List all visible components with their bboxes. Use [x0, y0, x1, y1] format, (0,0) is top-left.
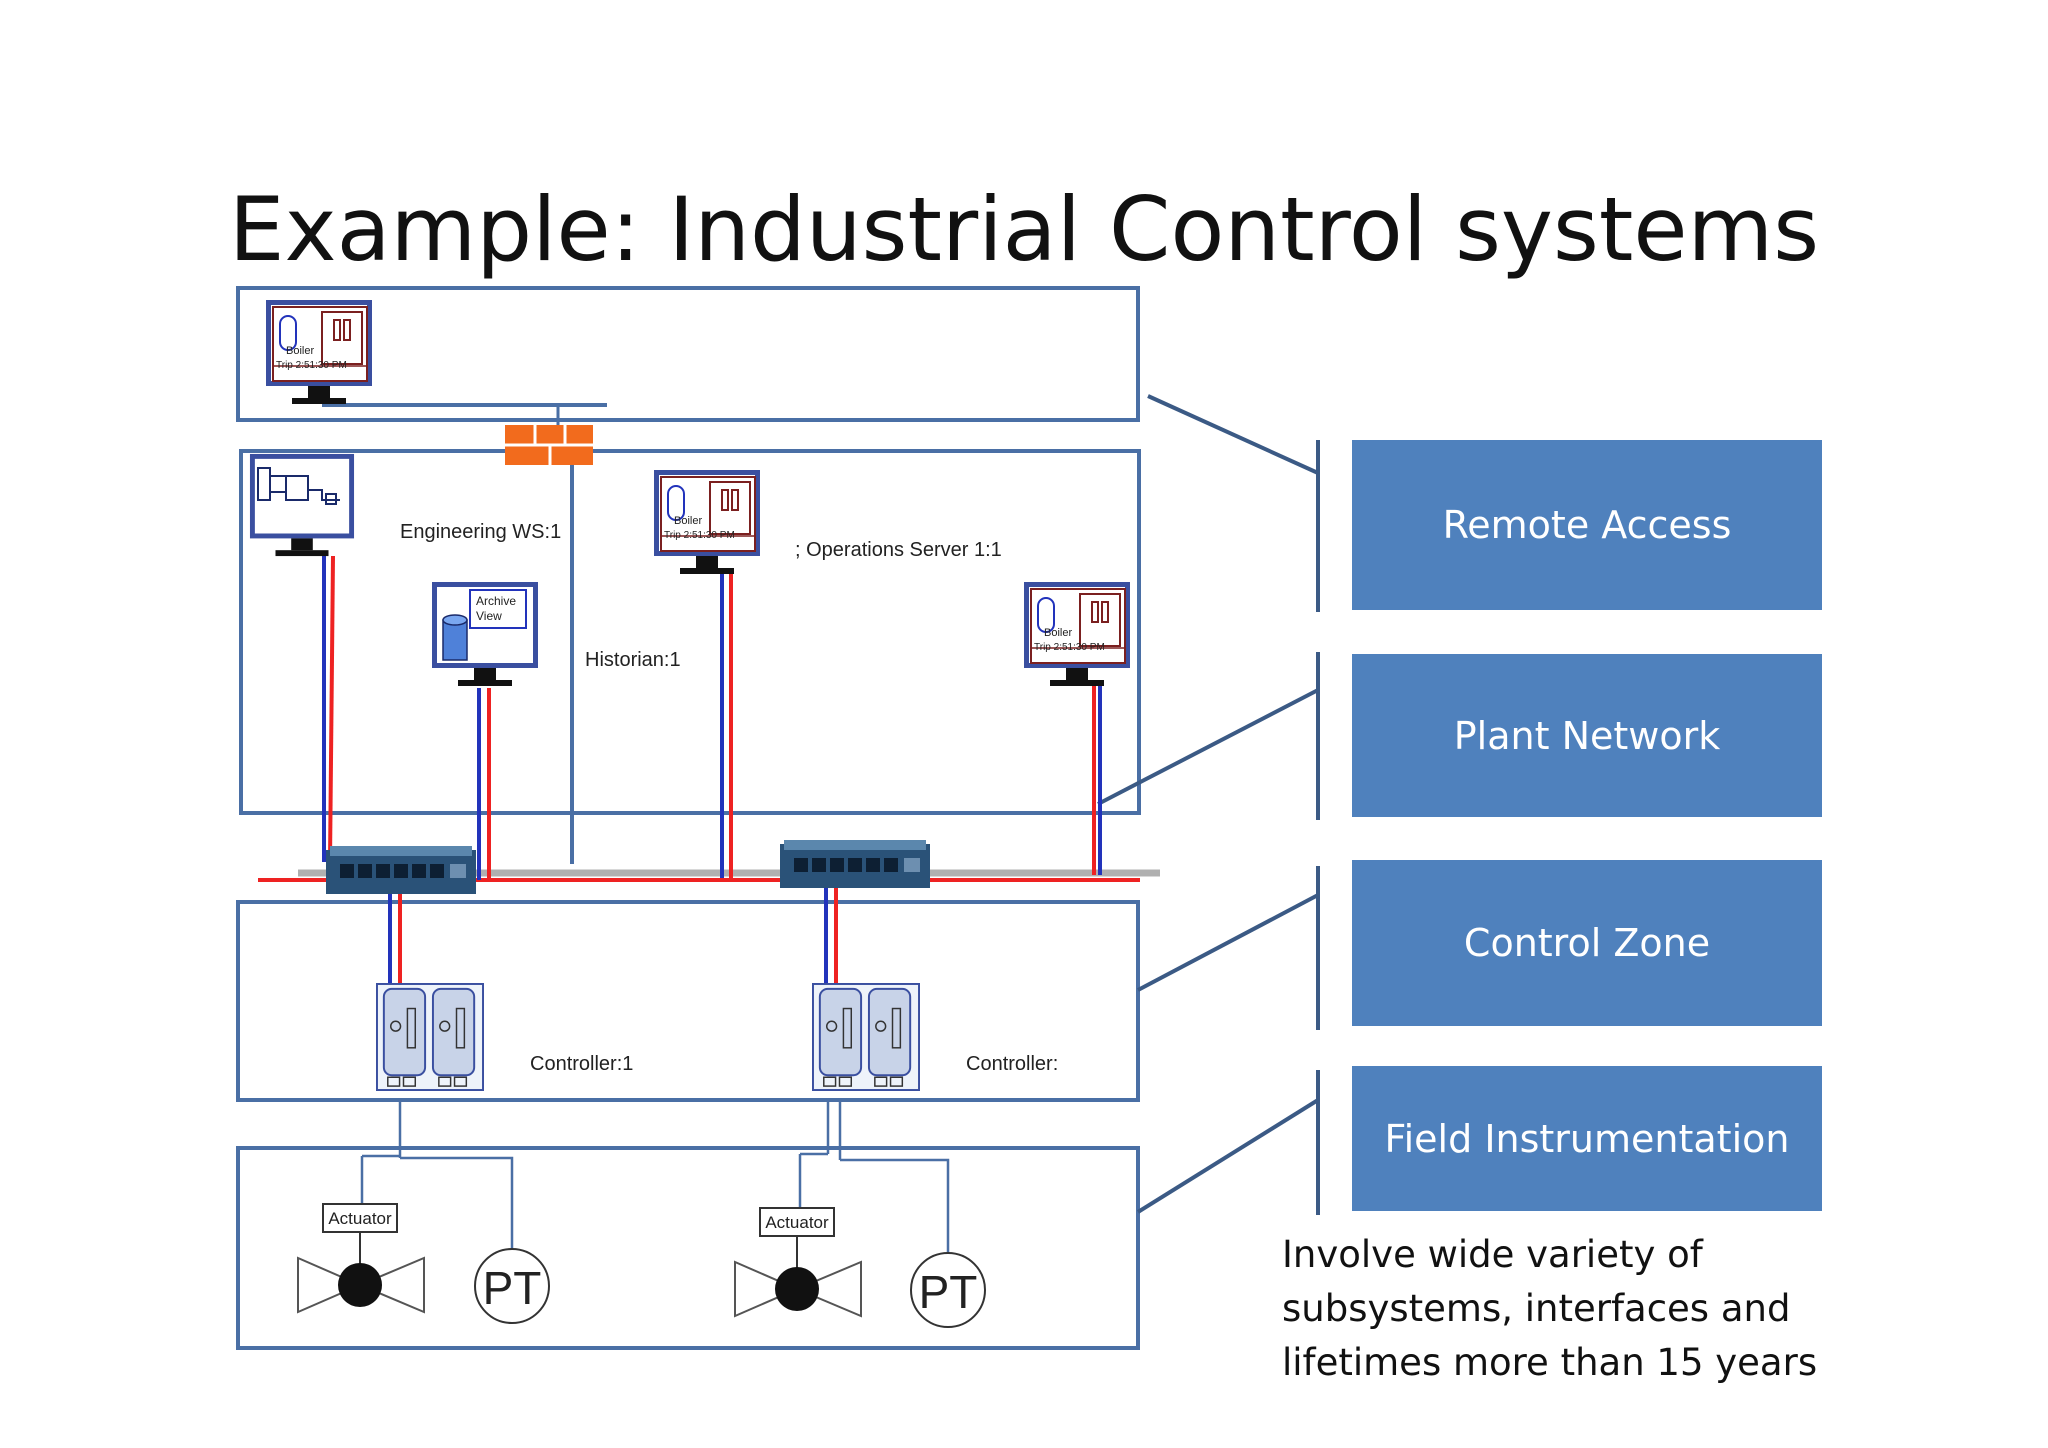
note-line-3: lifetimes more than 15 years [1282, 1341, 1818, 1384]
field-instrumentation-box: Field Instrumentation [1352, 1066, 1822, 1211]
controller-icon [812, 982, 920, 1092]
valve-icon [297, 1256, 363, 1314]
operations-server-icon: Boiler Trip 2:51:30 PM [654, 470, 760, 574]
zone-field-frame [236, 1146, 1140, 1350]
field-wiring [360, 1098, 950, 1253]
svg-text:Boiler: Boiler [286, 345, 314, 357]
plant-wiring [322, 555, 1102, 880]
svg-text:Archive: Archive [476, 594, 516, 608]
engineering-workstation-icon [249, 453, 355, 557]
plant-network-box: Plant Network [1352, 654, 1822, 817]
zone-remote-frame [236, 286, 1140, 422]
controller-2-label: Controller: [966, 1053, 1058, 1075]
network-switch-icon [780, 840, 930, 888]
operator-hmi-icon: Boiler Trip 2:51:30 PM [1024, 582, 1130, 686]
zone-brackets [1097, 394, 1320, 1215]
page-title: Example: Industrial Control systems [228, 178, 1820, 281]
actuator-1: Actuator [297, 1203, 425, 1314]
firewall-icon [505, 425, 593, 465]
pressure-transmitter-1: PT [474, 1248, 550, 1324]
controller-1-label: Controller:1 [530, 1053, 633, 1075]
operations-server-label: ; Operations Server 1:1 [795, 539, 1002, 561]
svg-text:Trip 2:51:30 PM: Trip 2:51:30 PM [664, 530, 735, 541]
pressure-transmitter-2: PT [910, 1252, 986, 1328]
svg-text:Actuator: Actuator [765, 1213, 829, 1232]
valve-icon [734, 1260, 800, 1318]
svg-text:Actuator: Actuator [328, 1209, 392, 1228]
control-uplinks [388, 885, 838, 985]
actuator-2: Actuator [734, 1207, 862, 1318]
note-line-2: subsystems, interfaces and [1282, 1287, 1791, 1330]
svg-text:PT: PT [919, 1266, 978, 1318]
controller-icon [376, 982, 484, 1092]
historian-archive-icon: Archive View [432, 582, 538, 686]
svg-text:Trip 2:51:30 PM: Trip 2:51:30 PM [276, 360, 347, 371]
note-text: Involve wide variety of subsystems, inte… [1282, 1228, 1902, 1390]
engineering-ws-label: Engineering WS:1 [400, 521, 561, 543]
zone-plant-frame [239, 449, 1141, 815]
network-switch-icon [326, 846, 476, 894]
historian-label: Historian:1 [585, 649, 681, 671]
svg-text:PT: PT [483, 1262, 542, 1314]
remote-workstation-icon: Boiler Trip 2:51:30 PM [266, 300, 372, 404]
zone-control-frame [236, 900, 1140, 1102]
control-zone-box: Control Zone [1352, 860, 1822, 1026]
note-line-1: Involve wide variety of [1282, 1233, 1703, 1276]
svg-text:View: View [476, 609, 502, 623]
remote-access-box: Remote Access [1352, 440, 1822, 610]
svg-text:Boiler: Boiler [674, 515, 702, 527]
svg-text:Trip 2:51:30 PM: Trip 2:51:30 PM [1034, 642, 1105, 653]
svg-text:Boiler: Boiler [1044, 627, 1072, 639]
